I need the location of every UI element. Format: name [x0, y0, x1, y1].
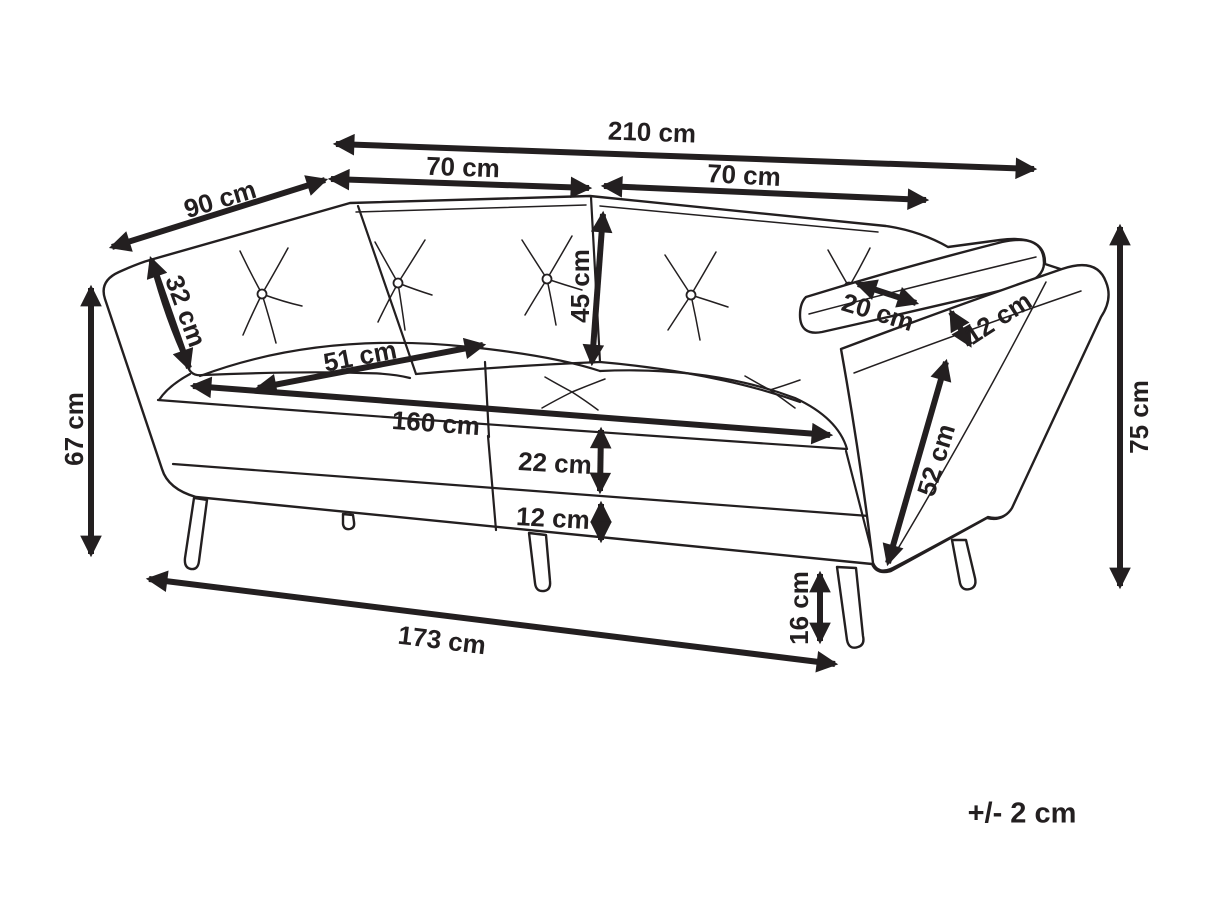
dimension-label-overall-width: 210 cm	[607, 115, 697, 149]
leg-back-right	[950, 538, 977, 591]
dimension-label-back-cushion-height: 45 cm	[565, 249, 595, 323]
dimension-label-total-height: 75 cm	[1124, 380, 1154, 454]
dimension-label-back-right: 70 cm	[706, 158, 782, 192]
arrow-seat-width	[189, 376, 834, 445]
arrow-seat-side-height	[589, 426, 612, 495]
dimension-label-arm-height-left: 67 cm	[59, 392, 89, 466]
tolerance-note: +/- 2 cm	[967, 797, 1077, 830]
arrow-armrest-thickness	[948, 309, 973, 348]
arrow-base-width	[145, 570, 839, 673]
tuft-left-1	[374, 239, 433, 331]
sofa-outline	[102, 194, 1110, 649]
dimension-label-leg-height: 16 cm	[784, 571, 814, 645]
tuft-corner	[239, 247, 303, 344]
tuft-left-2	[521, 235, 583, 326]
leg-middle-stub	[341, 512, 356, 531]
arrow-overall-width	[332, 133, 1038, 180]
dimension-label-back-left: 70 cm	[425, 150, 501, 184]
arrow-back-left	[327, 168, 593, 199]
leg-front-middle	[527, 531, 552, 593]
arrow-armrest-top	[854, 279, 920, 308]
tuft-right-1	[664, 251, 729, 341]
dimension-label-seat-side-height: 22 cm	[517, 446, 593, 480]
arrow-corner-cushion-edge	[146, 255, 194, 372]
tuft-buttons	[239, 235, 877, 344]
dimension-label-base-band: 12 cm	[515, 501, 591, 535]
seat-base-seam	[171, 462, 871, 518]
leg-front-right	[835, 565, 865, 649]
dimension-arrows	[80, 133, 1131, 673]
arrow-back-right	[600, 176, 930, 210]
arrow-side-panel	[882, 358, 952, 567]
arrow-back-cushion-height	[582, 210, 613, 367]
dimension-label-seat-width: 160 cm	[390, 404, 482, 442]
leg-front-left	[183, 496, 209, 571]
arrow-corner-depth	[108, 175, 329, 252]
